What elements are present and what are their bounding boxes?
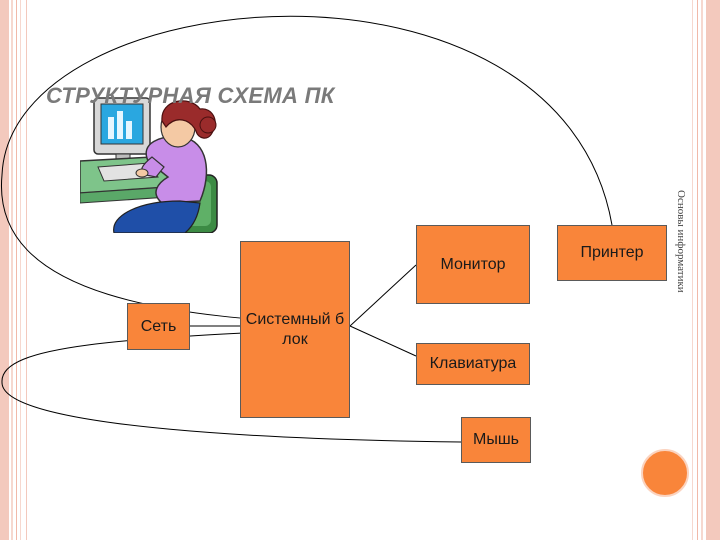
slide-title: СТРУКТУРНАЯ СХЕМА ПК [46, 83, 335, 108]
printer-block: Принтер [557, 225, 667, 281]
printer-label: Принтер [580, 244, 644, 262]
monitor-label: Монитор [440, 255, 506, 273]
mouse-label: Мышь [473, 431, 519, 449]
mouse-block: Мышь [461, 417, 531, 463]
person-at-computer-icon [80, 97, 218, 233]
system-unit-label: Системный блок [245, 311, 345, 348]
left-decorative-border [0, 0, 34, 540]
monitor-block: Монитор [416, 225, 530, 304]
keyboard-block: Клавиатура [416, 343, 530, 385]
side-note: Основы информатики [675, 190, 687, 293]
decorative-circle [641, 449, 689, 497]
monitor-connector [349, 264, 417, 327]
network-block: Сеть [127, 303, 190, 350]
system-unit-block: Системный блок [240, 241, 350, 418]
network-label: Сеть [140, 317, 177, 335]
keyboard-connector [349, 325, 417, 357]
right-decorative-border [688, 0, 720, 540]
keyboard-label: Клавиатура [429, 355, 517, 373]
